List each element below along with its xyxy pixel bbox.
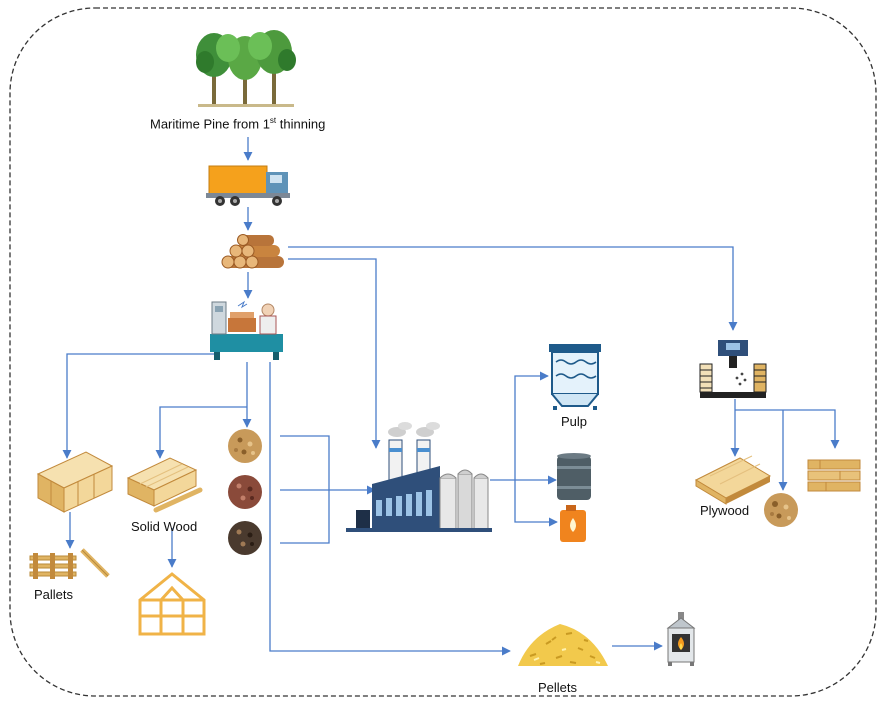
source-label-superscript: st: [269, 116, 277, 125]
pellets-label: Pellets: [538, 680, 578, 695]
pulp-label: Pulp: [561, 414, 588, 429]
source-label-tail: thinning: [276, 116, 326, 132]
oil-barrel-icon: [557, 453, 591, 500]
log-truck-icon: [206, 165, 290, 206]
diagram-border: [9, 7, 877, 697]
timber-frame-icon: [138, 572, 206, 636]
source-label: Maritime Pine from 1st thinning: [150, 116, 325, 131]
dark-sawdust-icon: [228, 521, 262, 555]
wood-chips-icon: [228, 429, 262, 463]
solid-wood-label: Solid Wood: [131, 519, 198, 534]
source-label-main: Maritime Pine from 1: [150, 116, 270, 132]
pallets-icon: [29, 548, 110, 579]
sawn-beams-icon: [36, 451, 114, 513]
pulp-tank-icon: [549, 344, 601, 410]
pallets-label: Pallets: [34, 587, 74, 602]
biorefinery-factory-icon: [346, 422, 492, 532]
plywood-press-icon: [699, 340, 767, 398]
sawdust-icon: [764, 493, 798, 527]
log-pile-icon: [221, 234, 284, 269]
plywood-sheet-icon: [694, 455, 772, 505]
bark-icon: [228, 475, 262, 509]
sawmill-icon: [210, 300, 283, 360]
boards-icon: [807, 459, 861, 492]
pellet-stove-icon: [666, 612, 696, 666]
pellet-pile-icon: [518, 624, 608, 666]
flow-arrows: [62, 137, 840, 656]
solid-wood-icon: [126, 457, 203, 513]
plywood-label: Plywood: [700, 503, 750, 518]
pine-trees-icon: [196, 30, 296, 107]
fuel-can-icon: [560, 505, 586, 542]
